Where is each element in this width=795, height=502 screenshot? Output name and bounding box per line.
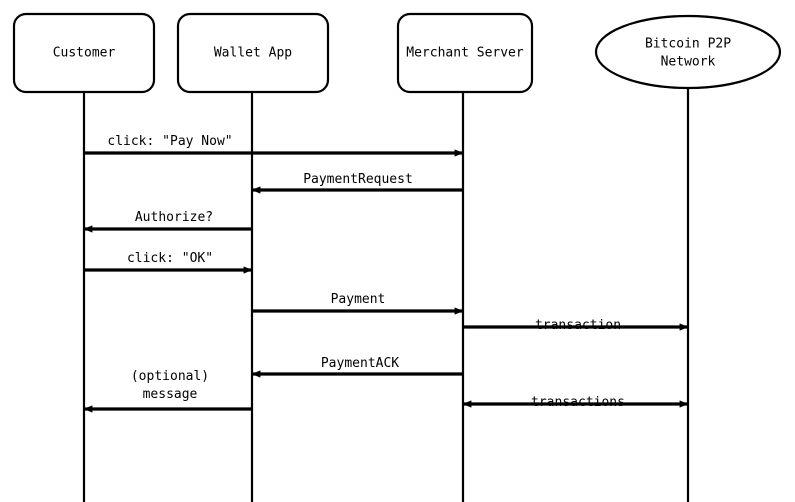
message-m9[interactable]: transactions (462, 395, 689, 410)
message-m6[interactable]: transaction (463, 318, 689, 333)
messages-layer: click: "Pay Now" PaymentRequestAuthorize?… (83, 134, 689, 413)
message-label-m7: PaymentACK (321, 356, 399, 371)
participant-shape-ellipse (594, 14, 782, 90)
participant-merchant[interactable]: Merchant Server (396, 12, 534, 94)
message-label-m8-line2: message (143, 387, 198, 402)
message-m4[interactable]: click: "OK" (84, 251, 253, 274)
message-label-m4: click: "OK" (127, 251, 213, 266)
message-m1[interactable]: click: "Pay Now" (84, 134, 464, 157)
message-label-m6: transaction (535, 318, 621, 333)
participant-shape-box (12, 12, 156, 94)
message-m7[interactable]: PaymentACK (251, 356, 463, 378)
participant-label-network: Bitcoin P2P (645, 37, 731, 52)
message-m8[interactable]: (optional) message (83, 369, 252, 413)
participants-layer: Customer Wallet App Merchant Server Bitcoin… (12, 12, 782, 94)
participant-shape-box (396, 12, 534, 94)
participant-label-merchant: Merchant Server (406, 46, 524, 61)
participant-label-network-line2: Network (661, 55, 716, 70)
message-m5[interactable]: Payment (252, 292, 464, 315)
participant-shape-box (176, 12, 330, 94)
participant-wallet[interactable]: Wallet App (176, 12, 330, 94)
message-label-m2: PaymentRequest (303, 172, 413, 187)
participant-network[interactable]: Bitcoin P2P Network (594, 14, 782, 90)
participant-customer[interactable]: Customer (12, 12, 156, 94)
message-m2[interactable]: PaymentRequest (251, 172, 463, 194)
message-label-m5: Payment (331, 292, 386, 307)
message-label-m8: (optional) (131, 369, 209, 384)
message-label-m3: Authorize? (135, 210, 213, 225)
message-m3[interactable]: Authorize? (83, 210, 252, 233)
message-label-m9: transactions (531, 395, 625, 410)
lifelines-layer (82, 88, 690, 502)
message-label-m1: click: "Pay Now" (107, 134, 232, 149)
participant-label-wallet: Wallet App (214, 46, 292, 61)
participant-label-customer: Customer (53, 46, 116, 61)
